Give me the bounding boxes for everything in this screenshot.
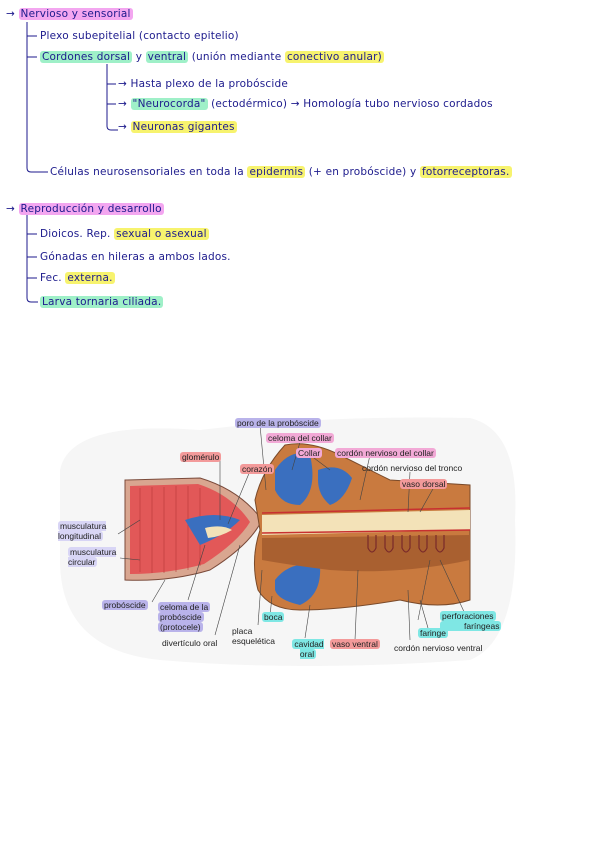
label-poro: poro de la probóscide: [235, 418, 321, 428]
label-proboscide: probóscide: [102, 600, 148, 610]
note-gonadas: Gónadas en hileras a ambos lados.: [40, 251, 231, 263]
label-diverticulo: divertículo oral: [162, 638, 218, 648]
label-celoma-prob: celoma de la probóscide (protocele): [158, 602, 211, 632]
label-placa: placa esquelética: [232, 626, 276, 646]
note-celulas: Células neurosensoriales en toda la epid…: [50, 166, 512, 178]
label-musc-circ: musculatura circular: [68, 547, 117, 567]
label-cordon-collar: cordón nervioso del collar: [335, 448, 436, 458]
gill-slits: [367, 535, 445, 553]
note-cordones: Cordones dorsal y ventral (unión mediant…: [40, 51, 384, 63]
label-perforaciones: perforaciones faríngeas: [440, 611, 502, 631]
label-vaso-dorsal: vaso dorsal: [400, 479, 448, 489]
note-neuronas: → Neuronas gigantes: [118, 121, 237, 133]
label-faringe: faringe: [418, 628, 448, 638]
label-cordon-tronco: cordón nervioso del tronco: [362, 463, 463, 473]
note-plexo: Plexo subepitelial (contacto epitelio): [40, 30, 239, 42]
label-cordon-ventral: cordón nervioso ventral: [394, 643, 483, 653]
label-collar: Collar: [296, 448, 323, 458]
label-celoma-collar: celoma del collar: [266, 433, 334, 443]
label-corazon: corazón: [240, 464, 275, 474]
note-larva: Larva tornaria ciliada.: [40, 296, 164, 308]
label-musc-long: musculatura longitudinal: [58, 521, 107, 541]
label-cavidad: cavidad oral: [292, 639, 324, 659]
note-fecundacion: Fec. externa.: [40, 272, 115, 284]
label-vaso-ventral: vaso ventral: [330, 639, 380, 649]
note-hasta-plexo: → Hasta plexo de la probóscide: [118, 78, 289, 90]
label-glomerulo: glomérulo: [180, 452, 222, 462]
section-heading-reproduccion: → Reproducción y desarrollo: [6, 203, 164, 215]
note-dioicos: Dioicos. Rep. sexual o asexual: [40, 228, 209, 240]
section-heading-nervioso: → Nervioso y sensorial: [6, 8, 133, 20]
label-boca: boca: [262, 612, 285, 622]
note-neurocorda: → "Neurocorda" (ectodérmico) → Homología…: [118, 98, 493, 110]
